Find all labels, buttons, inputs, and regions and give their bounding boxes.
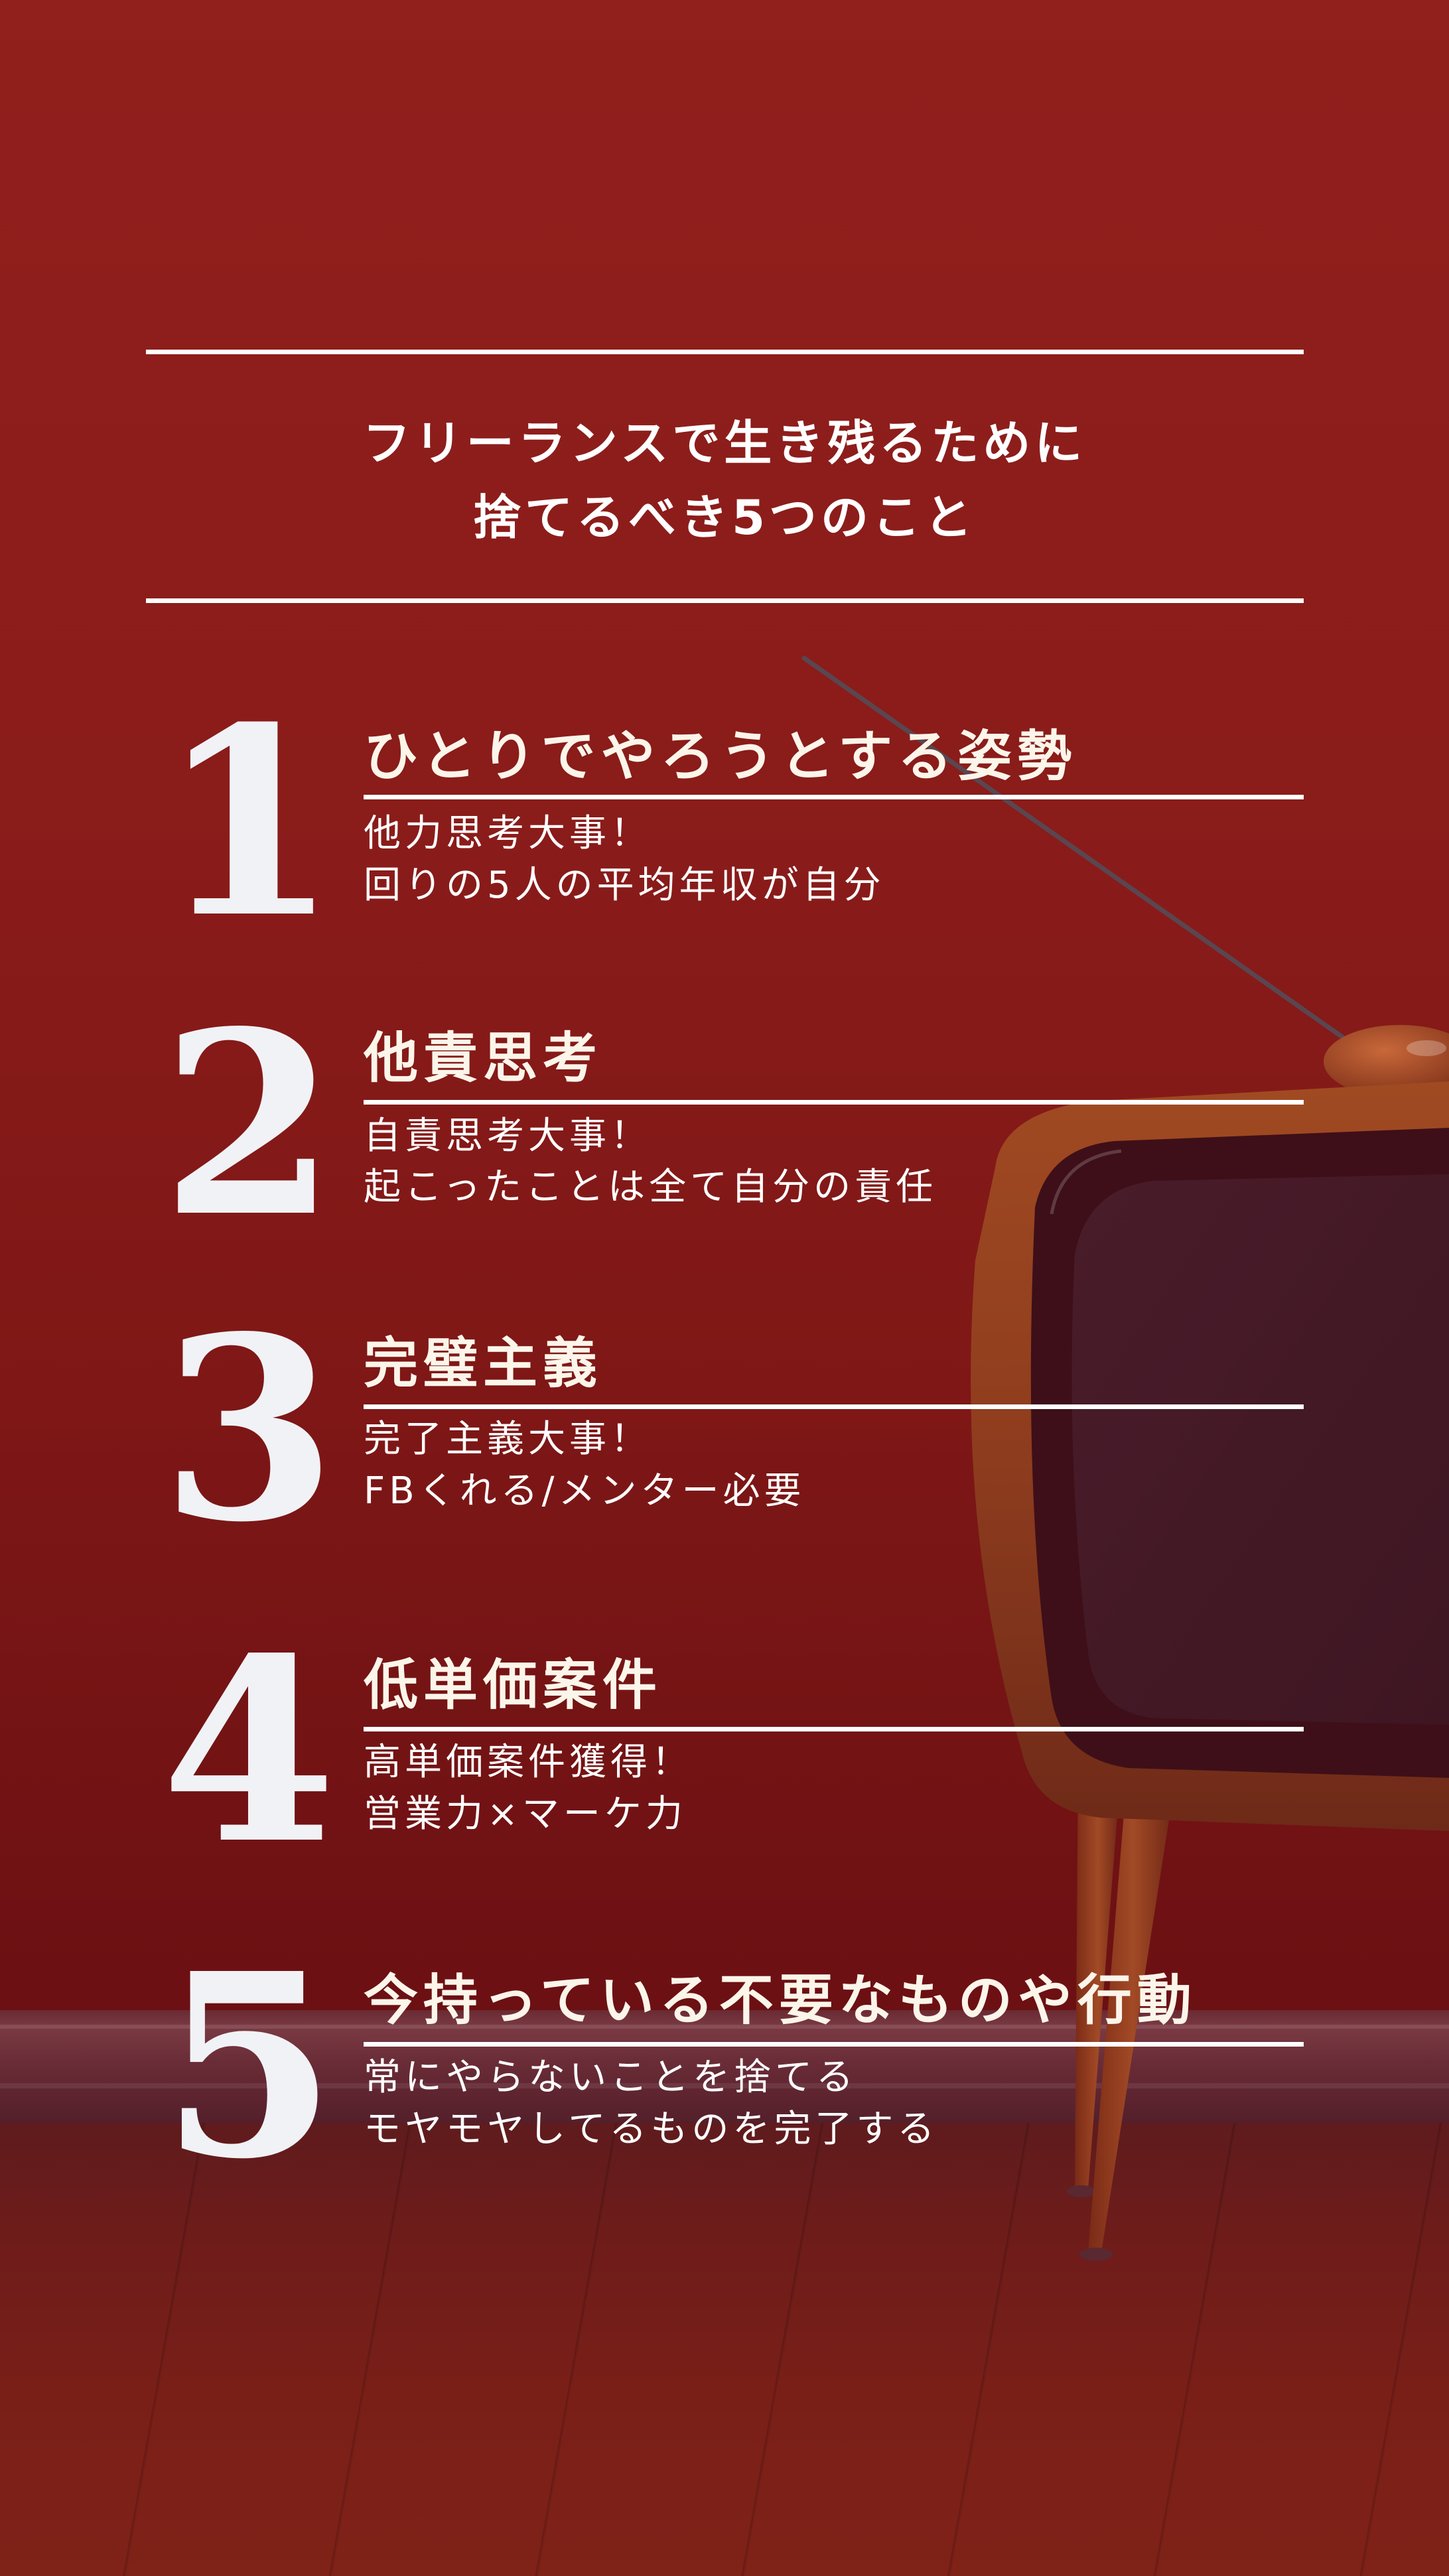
item-heading: 他責思考: [364, 1027, 603, 1090]
wood-floor: [0, 2123, 1449, 2576]
item-divider: [364, 795, 1304, 799]
item-divider: [364, 1727, 1304, 1731]
tv-antenna: [801, 655, 1356, 1048]
item-subtext-line-1: 完了主義大事！: [364, 1418, 652, 1461]
item-number: 2: [161, 976, 337, 1272]
item-subtext-line-2: 回りの5人の平均年収が自分: [364, 864, 885, 907]
item-subtext-line-2: 営業力×マーケ力: [364, 1793, 687, 1836]
item-heading: 低単価案件: [364, 1654, 663, 1717]
item-subtext-line-2: 起こったことは全て自分の責任: [364, 1166, 937, 1209]
item-divider: [364, 2042, 1304, 2047]
item-subtext-line-2: FBくれる/メンター必要: [364, 1469, 805, 1513]
item-subtext-line-1: 常にやらないことを捨てる: [364, 2056, 857, 2099]
item-subtext-line-2: モヤモヤしてるものを完了する: [364, 2108, 939, 2151]
item-subtext-line-1: 自責思考大事！: [364, 1115, 652, 1158]
item-number: 5: [161, 1918, 337, 2214]
baseboard: [0, 2010, 1449, 2123]
item-divider: [364, 1100, 1304, 1105]
item-number: 1: [159, 671, 339, 975]
item-divider: [364, 1404, 1304, 1409]
header-top-rule: [146, 350, 1304, 354]
page-title-line-1: フリーランスで生き残るために: [362, 415, 1087, 471]
item-number: 4: [161, 1603, 337, 1899]
item-heading: 完璧主義: [364, 1332, 603, 1395]
header-bottom-rule: [146, 598, 1304, 603]
item-heading: ひとりでやろうとする姿勢: [364, 725, 1077, 788]
item-subtext-line-1: 高単価案件獲得！: [364, 1741, 693, 1784]
item-subtext-line-1: 他力思考大事！: [364, 812, 652, 855]
item-number: 3: [161, 1281, 337, 1578]
item-heading: 今持っている不要なものや行動: [364, 1969, 1197, 2032]
page-title-line-2: 捨てるべき5つのこと: [472, 490, 977, 545]
